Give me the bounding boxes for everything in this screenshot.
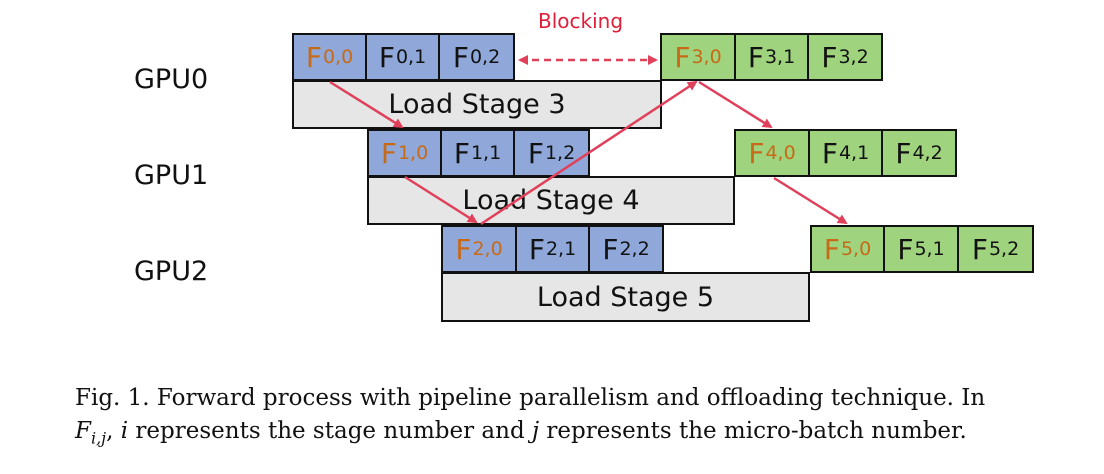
caption-math-f: F [75,418,91,444]
arrow-f00-to-f10 [329,80,404,129]
gpu-label-2: GPU2 [134,256,209,287]
caption-line-2: Fi,j, i represents the stage number and … [75,415,1085,455]
load-stage-4: Load Stage 4 [367,176,735,225]
gpu-label-1: GPU1 [134,160,209,191]
caption-math-sub: i,j [90,428,107,448]
load-stage-3: Load Stage 3 [292,80,662,129]
blocking-label: Blocking [538,9,624,33]
caption-line-1: Fig. 1. Forward process with pipeline pa… [75,385,986,411]
caption-text-a: , [106,418,121,444]
arrow-f40-to-f50 [773,176,848,225]
caption-text-c: represents the micro-batch number. [539,418,967,444]
arrow-f30-to-f40 [698,80,773,129]
arrow-f10-to-f20 [404,175,478,224]
load-stage-5: Load Stage 5 [441,272,810,322]
figure-caption: Fig. 1. Forward process with pipeline pa… [75,382,1085,455]
caption-text-b: represents the stage number and [128,418,532,444]
gpu-label-0: GPU0 [134,64,209,95]
caption-math-j: j [531,418,540,444]
arrows-layer [329,55,848,226]
caption-math-i: i [120,418,129,444]
arrow-f20-to-f30 [480,80,698,226]
